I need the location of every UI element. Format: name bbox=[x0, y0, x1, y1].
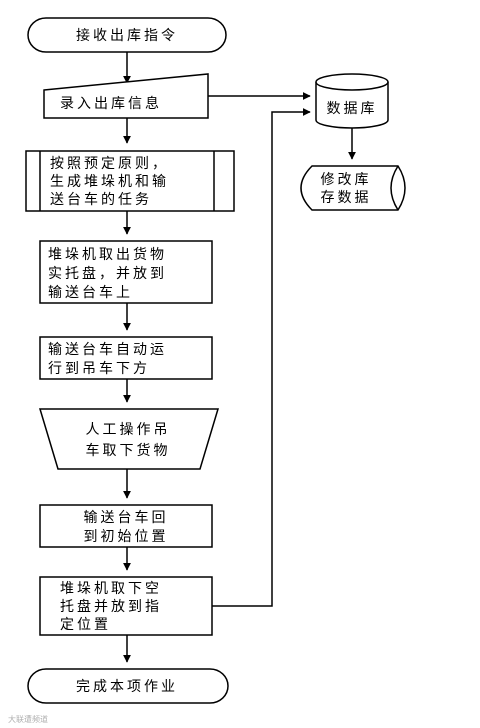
end-node: 完成本项作业 bbox=[27, 668, 229, 704]
end-label: 完成本项作业 bbox=[76, 679, 178, 695]
database-node: 数据库 bbox=[315, 73, 389, 129]
step3-line: 输送台车自动运 bbox=[48, 341, 167, 358]
step3-line: 行到吊车下方 bbox=[48, 360, 150, 377]
flow-arrow bbox=[212, 108, 311, 607]
start-label: 接收出库指令 bbox=[76, 27, 178, 44]
process1-line: 生成堆垛机和输 bbox=[50, 174, 169, 190]
input-label: 录入出库信息 bbox=[60, 95, 162, 112]
step2-node: 堆垛机取出货物 实托盘，并放到 输送台车上 bbox=[39, 240, 213, 304]
step5-line: 堆垛机取下空 bbox=[60, 581, 162, 597]
manual-line: 车取下货物 bbox=[86, 442, 171, 459]
step2-line: 堆垛机取出货物 bbox=[48, 246, 167, 263]
step5-line: 托盘并放到指 bbox=[60, 598, 162, 615]
step5-line: 定位置 bbox=[60, 617, 111, 633]
start-node: 接收出库指令 bbox=[27, 17, 227, 53]
step3-node: 输送台车自动运 行到吊车下方 bbox=[39, 336, 213, 380]
display-line: 存数据 bbox=[321, 190, 372, 206]
process1-node: 按照预定原则， 生成堆垛机和输 送台车的任务 bbox=[25, 150, 235, 212]
step2-line: 实托盘，并放到 bbox=[48, 265, 167, 282]
step4-line: 输送台车回 bbox=[84, 509, 169, 526]
input-node: 录入出库信息 bbox=[43, 73, 209, 119]
manual-node: 人工操作吊 车取下货物 bbox=[38, 408, 220, 470]
database-label: 数据库 bbox=[327, 101, 378, 117]
step4-line: 到初始位置 bbox=[84, 528, 169, 545]
watermark-text: 大联遭频道 bbox=[8, 714, 48, 724]
display-node: 修改库 存数据 bbox=[300, 165, 406, 211]
step2-line: 输送台车上 bbox=[48, 284, 133, 301]
step5-node: 堆垛机取下空 托盘并放到指 定位置 bbox=[39, 576, 213, 636]
step4-node: 输送台车回 到初始位置 bbox=[39, 504, 213, 548]
manual-line: 人工操作吊 bbox=[86, 422, 171, 438]
process1-line: 按照预定原则， bbox=[50, 156, 169, 172]
display-line: 修改库 bbox=[321, 172, 372, 188]
process1-line: 送台车的任务 bbox=[50, 191, 152, 208]
